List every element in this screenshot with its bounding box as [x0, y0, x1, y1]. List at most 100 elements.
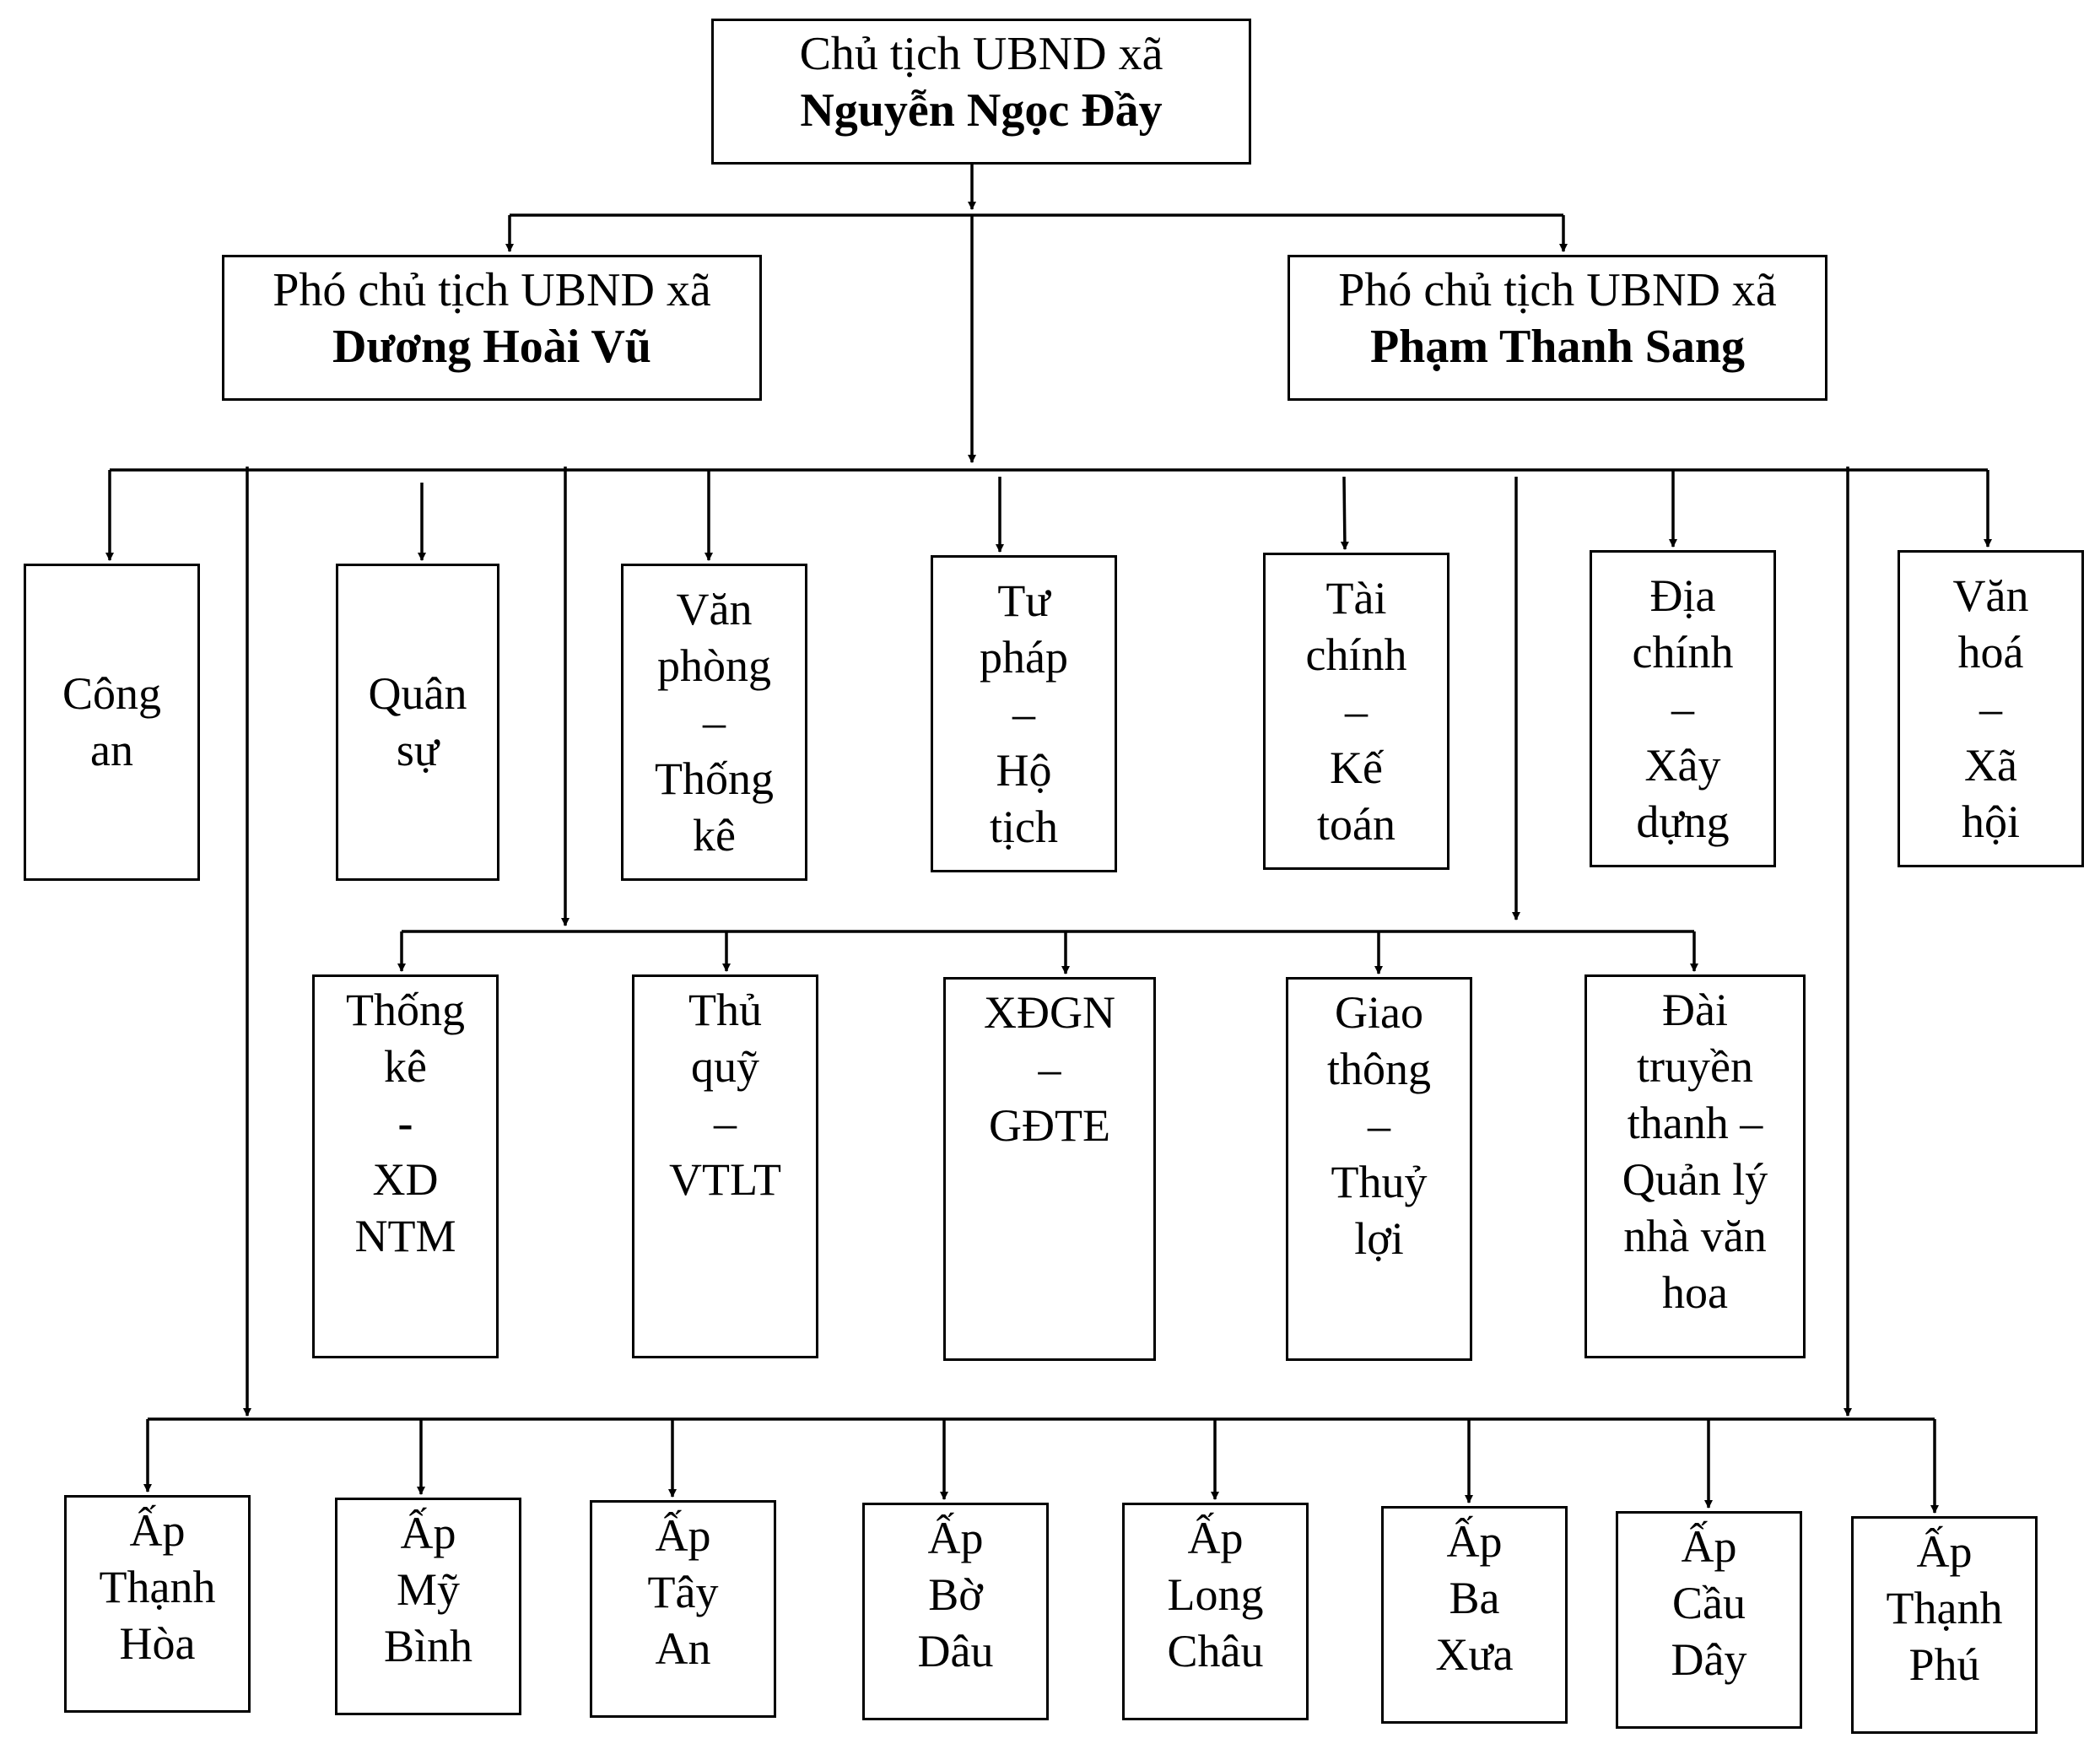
department-line: Tư: [997, 575, 1050, 626]
hamlet-line: Hòa: [119, 1618, 196, 1669]
department-line: –: [1979, 683, 2002, 734]
hamlet-line: Cầu: [1672, 1578, 1746, 1628]
department-line: hoá: [1957, 626, 2024, 677]
department-line: Địa: [1649, 570, 1716, 621]
department-line: Công: [62, 668, 162, 719]
sub-department-box-xdgn: XĐGN – GĐTE: [943, 977, 1156, 1361]
department-box-cong-an: Công an: [24, 564, 200, 881]
department-line: dựng: [1636, 796, 1730, 847]
sub-department-line: -: [397, 1098, 413, 1148]
sub-department-line: lợi: [1354, 1213, 1404, 1264]
chairman-box: Chủ tịch UBND xã Nguyễn Ngọc Đầy: [711, 19, 1251, 165]
hamlet-box-bo-dau: Ấp Bờ Dâu: [862, 1503, 1049, 1720]
department-box-tai-chinh: Tài chính – Kế toán: [1263, 553, 1449, 870]
hamlet-line: Ấp: [1681, 1521, 1737, 1572]
department-box-dia-chinh: Địa chính – Xây dựng: [1590, 550, 1776, 867]
department-line: phòng: [657, 640, 771, 691]
chairman-name: Nguyễn Ngọc Đầy: [800, 84, 1163, 137]
hamlet-line: Thạnh: [1886, 1583, 2003, 1633]
sub-department-line: NTM: [354, 1211, 456, 1261]
department-line: Văn: [1952, 570, 2029, 621]
department-box-tu-phap: Tư pháp – Hộ tịch: [931, 555, 1117, 872]
sub-department-line: Giao: [1335, 987, 1423, 1038]
sub-department-line: thanh –: [1627, 1098, 1763, 1148]
sub-department-line: XĐGN: [984, 987, 1115, 1038]
department-line: sự: [396, 725, 440, 775]
hamlet-line: Mỹ: [396, 1564, 460, 1615]
hamlet-line: Tây: [647, 1567, 719, 1617]
department-line: –: [1671, 683, 1694, 734]
hamlet-line: Xưa: [1435, 1629, 1514, 1680]
vice-chairman-left-name: Dương Hoài Vũ: [332, 321, 651, 373]
department-box-van-hoa: Văn hoá – Xã hội: [1898, 550, 2084, 867]
hamlet-line: Châu: [1167, 1626, 1264, 1676]
department-box-van-phong: Văn phòng – Thống kê: [621, 564, 807, 881]
sub-department-line: –: [1038, 1044, 1061, 1094]
hamlet-line: Dâu: [917, 1626, 994, 1676]
department-line: chính: [1632, 626, 1734, 677]
hamlet-line: Ấp: [129, 1505, 186, 1556]
sub-department-box-thong-ke: Thống kê - XD NTM: [312, 974, 499, 1358]
sub-department-line: –: [714, 1098, 737, 1148]
department-box-quan-su: Quân sự: [336, 564, 499, 881]
department-line: –: [1012, 688, 1035, 739]
department-line: Hộ: [996, 744, 1052, 796]
vice-chairman-left-box: Phó chủ tịch UBND xã Dương Hoài Vũ: [222, 255, 762, 401]
hamlet-line: Ấp: [927, 1513, 984, 1563]
sub-department-line: VTLT: [669, 1154, 781, 1205]
sub-department-box-giao-thong: Giao thông – Thuỷ lợi: [1286, 977, 1472, 1361]
hamlet-box-ba-xua: Ấp Ba Xưa: [1381, 1506, 1568, 1724]
sub-department-line: –: [1368, 1100, 1390, 1151]
hamlet-line: Ấp: [1916, 1526, 1973, 1577]
department-line: Xã: [1964, 739, 2017, 791]
department-line: –: [703, 696, 726, 748]
chairman-title: Chủ tịch UBND xã: [799, 28, 1163, 80]
sub-department-line: Thuỷ: [1331, 1157, 1428, 1207]
vice-chairman-right-box: Phó chủ tịch UBND xã Phạm Thanh Sang: [1288, 255, 1827, 401]
department-line: tịch: [990, 801, 1058, 852]
hamlet-box-thanh-hoa: Ấp Thạnh Hòa: [64, 1495, 251, 1713]
sub-department-line: hoa: [1662, 1267, 1728, 1318]
sub-department-line: thông: [1326, 1044, 1431, 1094]
hamlet-line: Long: [1167, 1569, 1264, 1620]
department-line: Xây: [1644, 739, 1721, 791]
sub-department-box-thu-quy: Thủ quỹ – VTLT: [632, 974, 818, 1358]
vice-chairman-right-name: Phạm Thanh Sang: [1369, 321, 1746, 373]
hamlet-line: Ba: [1449, 1573, 1500, 1623]
sub-department-line: quỹ: [691, 1041, 759, 1092]
hamlet-box-thanh-phu: Ấp Thạnh Phú: [1851, 1516, 2038, 1734]
hamlet-line: Ấp: [400, 1508, 456, 1558]
sub-department-box-dai-truyen-thanh: Đài truyền thanh – Quản lý nhà văn hoa: [1584, 974, 1806, 1358]
sub-department-line: nhà văn: [1623, 1211, 1767, 1261]
sub-department-line: Thống: [346, 985, 465, 1035]
hamlet-line: An: [655, 1623, 711, 1674]
hamlet-box-my-binh: Ấp Mỹ Bình: [335, 1498, 521, 1715]
sub-department-line: GĐTE: [989, 1100, 1110, 1151]
hamlet-box-long-chau: Ấp Long Châu: [1122, 1503, 1309, 1720]
vice-chairman-right-title: Phó chủ tịch UBND xã: [1338, 264, 1777, 316]
department-line: chính: [1305, 629, 1407, 680]
hamlet-line: Ấp: [1446, 1516, 1503, 1567]
department-line: hội: [1961, 796, 2020, 847]
hamlet-line: Bờ: [928, 1569, 983, 1620]
hamlet-line: Dây: [1671, 1634, 1747, 1685]
department-line: –: [1345, 685, 1368, 737]
department-line: toán: [1317, 798, 1396, 850]
sub-department-line: Thủ: [688, 985, 762, 1035]
hamlet-line: Bình: [383, 1621, 473, 1671]
department-line: kê: [693, 809, 736, 861]
hamlet-box-tay-an: Ấp Tây An: [590, 1500, 776, 1718]
department-line: Tài: [1325, 572, 1387, 623]
hamlet-line: Thạnh: [99, 1562, 216, 1612]
department-line: Kế: [1330, 742, 1383, 793]
hamlet-line: Phú: [1908, 1639, 1980, 1690]
sub-department-line: truyền: [1637, 1041, 1753, 1092]
department-line: Quân: [368, 668, 467, 719]
sub-department-line: kê: [384, 1041, 427, 1092]
department-arrow: [1340, 476, 1349, 550]
sub-department-line: XD: [372, 1154, 439, 1205]
department-line: Thống: [655, 753, 774, 804]
hamlet-line: Ấp: [655, 1510, 711, 1561]
sub-department-line: Đài: [1662, 985, 1728, 1035]
